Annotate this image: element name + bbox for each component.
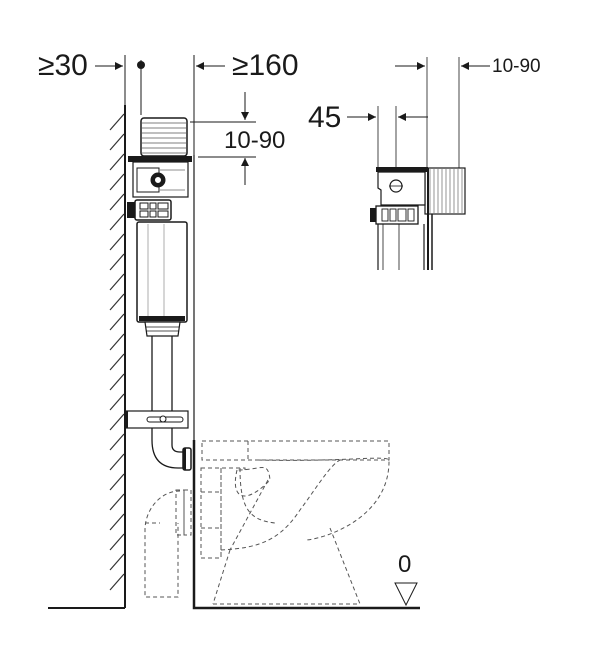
dim-height-adjust-label: 10-90 bbox=[224, 127, 286, 154]
floor-level-marker bbox=[394, 582, 418, 607]
dim-wall-gap-label: ≥30 bbox=[38, 49, 88, 82]
wc-bowl-outline-dashed bbox=[144, 440, 390, 605]
finished-floor-line bbox=[48, 440, 420, 610]
dim-front-clearance-label: ≥160 bbox=[232, 49, 299, 82]
top-detail-view bbox=[347, 57, 490, 270]
dim-detail-offset-label: 45 bbox=[308, 101, 342, 134]
datum-point-icon bbox=[137, 61, 145, 69]
cistern-frame bbox=[124, 117, 195, 471]
dimension-lines-main bbox=[95, 55, 256, 185]
wall-hatching bbox=[109, 105, 126, 608]
dim-detail-adjust-label: 10-90 bbox=[492, 56, 541, 77]
floor-level-label: 0 bbox=[398, 551, 412, 578]
